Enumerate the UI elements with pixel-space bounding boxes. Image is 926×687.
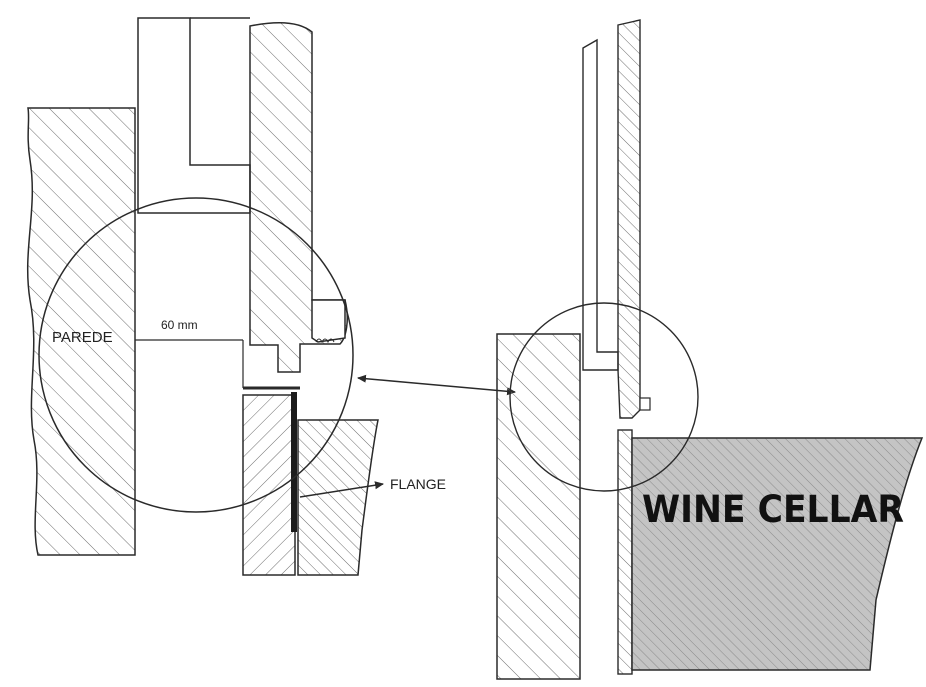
flange-arrow: [299, 481, 384, 498]
wine-cellar-body: [631, 437, 924, 671]
wall-section-right: [496, 333, 581, 680]
cabinet-side-left: [297, 419, 379, 576]
door-panel-right: [617, 19, 641, 419]
cabinet-frame-left: [137, 17, 251, 214]
right-overview: WINE CELLAR: [496, 19, 924, 680]
dimension-label: 60 mm: [161, 318, 198, 332]
wall-label: PAREDE: [52, 329, 113, 346]
hinge-detail: [311, 299, 346, 343]
detail-circle-right: [509, 302, 699, 492]
connector-arrow: [357, 374, 516, 396]
appliance-front-strip: [617, 429, 633, 675]
wall-section-left: [26, 107, 136, 556]
detail-circle-left: [38, 197, 354, 513]
left-detail: PAREDE 60 mm FLANGE: [26, 17, 446, 576]
door-lower-block: [242, 394, 296, 576]
cabinet-frame-right: [582, 38, 619, 371]
wine-cellar-label: WINE CELLAR: [642, 488, 904, 531]
flange-strip: [291, 392, 297, 532]
flange-label: FLANGE: [390, 476, 446, 492]
